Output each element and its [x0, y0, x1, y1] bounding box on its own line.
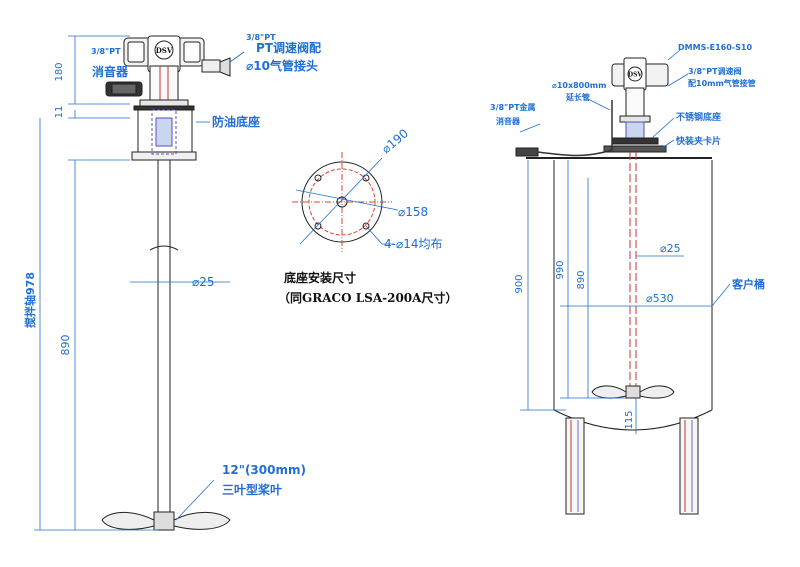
- speed-valve: [201, 51, 245, 77]
- right-base-label: 不锈钢底座: [676, 111, 721, 123]
- right-tank-label: 客户桶: [731, 277, 765, 291]
- right-dim-990: 990: [555, 260, 566, 279]
- base-subtitle: （同GRACO LSA-200A尺寸）: [278, 290, 457, 305]
- left-dim-total: 搅拌轴978: [23, 272, 37, 328]
- base-holes: 4-⌀14均布: [384, 237, 442, 251]
- right-motor-tag: DSV: [628, 72, 643, 79]
- right-dim-900: 900: [514, 274, 525, 293]
- left-valve-label: PT调速阀配: [256, 40, 321, 55]
- air-motor: DSV: [123, 35, 205, 111]
- oil-proof-base: [131, 109, 197, 161]
- right-valve-label: 3/8"PT调速阀: [688, 66, 742, 76]
- shaft: [149, 160, 179, 520]
- base-title: 底座安装尺寸: [284, 270, 356, 285]
- right-hose-label-2: 延长管: [565, 92, 590, 102]
- three-blade-impeller: [101, 511, 231, 531]
- left-shaft-dia: ⌀25: [192, 275, 215, 289]
- left-base-label: 防油底座: [212, 114, 260, 129]
- left-muffler-label: 消音器: [92, 64, 129, 79]
- right-dimensions: [519, 49, 731, 434]
- left-dim-11: 11: [54, 106, 65, 119]
- left-impeller-size: 12"(300mm): [222, 463, 306, 477]
- right-muffler-label-2: 消音器: [496, 116, 521, 126]
- left-dimensions: [34, 35, 230, 531]
- base-dia-158: ⌀158: [398, 205, 428, 219]
- base-dia-190: ⌀190: [379, 126, 411, 156]
- left-dim-180: 180: [54, 62, 65, 81]
- right-hose-label: ⌀10x800mm: [552, 81, 606, 90]
- right-air-label: 配10mm气管接管: [688, 78, 756, 88]
- right-top-tag: DMMS-E160-S10: [678, 43, 752, 52]
- left-valve-small: 3/8"PT: [246, 33, 276, 42]
- right-mount-label: 快装夹卡片: [676, 135, 721, 147]
- left-motor-tag: DSV: [156, 46, 173, 55]
- muffler: [105, 81, 143, 97]
- left-impeller-type: 三叶型桨叶: [222, 482, 282, 497]
- right-dim-115: 115: [624, 410, 635, 429]
- right-muffler-label: 3/8"PT金属: [490, 102, 536, 112]
- base-plate-plan: [292, 152, 399, 252]
- left-air-label: ⌀10气管接头: [246, 58, 318, 73]
- left-dim-890: 890: [59, 335, 72, 356]
- right-shaft-dia: ⌀25: [660, 242, 681, 255]
- right-tank-dia: ⌀530: [646, 292, 674, 305]
- left-muffler-small: 3/8"PT: [91, 47, 121, 56]
- right-tank-assembly: DSV: [515, 57, 713, 515]
- right-dim-890: 890: [576, 270, 587, 289]
- left-mixer-assembly: DSV: [101, 35, 245, 531]
